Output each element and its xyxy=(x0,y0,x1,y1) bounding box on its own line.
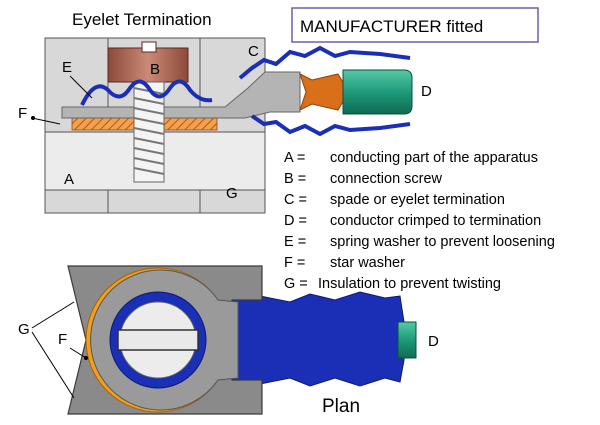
legend-key-e: E = xyxy=(284,234,306,250)
insulation-sleeve-plan xyxy=(229,291,405,387)
svg-text:B =: B = xyxy=(284,171,306,187)
screw-shank xyxy=(133,81,165,183)
svg-text:A =: A = xyxy=(284,150,305,166)
svg-text:G =: G = xyxy=(284,276,308,292)
spring-washer xyxy=(80,79,213,106)
copper-conductor xyxy=(299,73,345,111)
screw-slot-plan xyxy=(117,329,199,351)
conductor-end-plan xyxy=(397,321,417,359)
label-b: B xyxy=(150,61,160,78)
legend-text-b: connection screw xyxy=(330,171,443,187)
legend-key-d: D = xyxy=(284,213,307,229)
label-d-plan: D xyxy=(428,333,439,350)
label-c: C xyxy=(248,43,259,60)
insulation-sleeve-bottom xyxy=(250,114,411,137)
legend-key-c: C = xyxy=(284,192,307,208)
label-f-plan: F xyxy=(58,331,67,348)
insulation-sleeve-top xyxy=(238,45,411,80)
legend-key-b: B = xyxy=(284,171,306,187)
svg-text:D =: D = xyxy=(284,213,307,229)
legend-text-a: conducting part of the apparatus xyxy=(330,150,538,166)
legend-key-a: A = xyxy=(284,150,305,166)
legend-text-g: Insulation to prevent twisting xyxy=(318,276,501,292)
label-f-top: F xyxy=(18,105,27,122)
svg-text:E =: E = xyxy=(284,234,306,250)
diagram-title: Eyelet Termination xyxy=(72,10,212,29)
label-g-top: G xyxy=(226,185,238,202)
label-a: A xyxy=(64,171,74,188)
label-e: E xyxy=(62,59,72,76)
legend-key-g: G = xyxy=(284,276,308,292)
legend-key-f: F = xyxy=(284,255,305,271)
svg-text:C =: C = xyxy=(284,192,307,208)
label-g-plan: G xyxy=(18,321,30,338)
legend-text-e: spring washer to prevent loosening xyxy=(330,234,555,250)
svg-text:F =: F = xyxy=(284,255,305,271)
legend-text-c: spade or eyelet termination xyxy=(330,192,505,208)
plan-label: Plan xyxy=(322,396,360,417)
manufacturer-badge xyxy=(291,7,539,43)
conductor-end-top xyxy=(342,69,413,115)
legend-text-d: conductor crimped to termination xyxy=(330,213,541,229)
legend: A = conducting part of the apparatus B =… xyxy=(284,150,555,292)
screw-head xyxy=(107,47,189,83)
legend-text-f: star washer xyxy=(330,255,405,271)
label-d-top: D xyxy=(421,83,432,100)
manufacturer-badge-text: MANUFACTURER fitted xyxy=(300,17,483,36)
